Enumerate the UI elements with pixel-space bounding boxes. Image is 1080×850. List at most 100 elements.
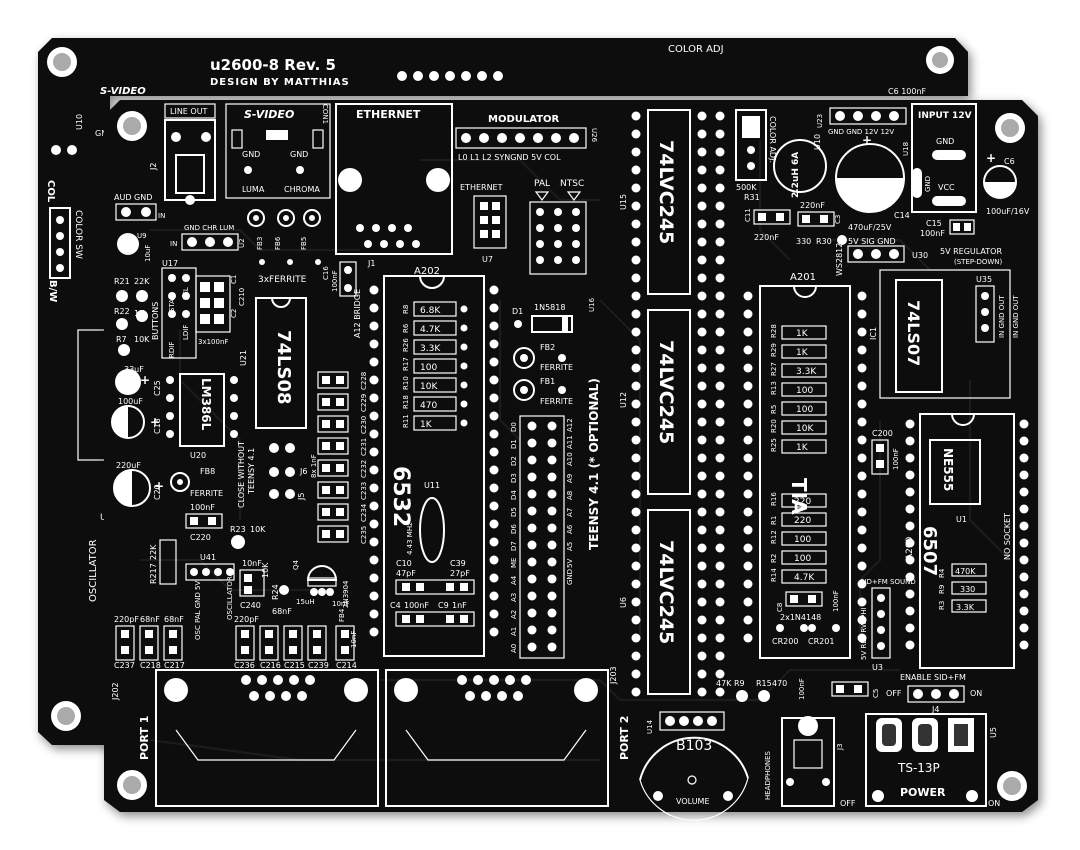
close-without-label: CLOSE WITHOUT xyxy=(237,441,246,508)
ic-lvc245-u12: 74LVC245 U12 xyxy=(619,309,691,495)
c15-value: 100nF xyxy=(920,229,945,238)
svg-text:IN GND OUT: IN GND OUT xyxy=(1012,295,1020,338)
a202-pin-left xyxy=(369,465,379,475)
j3-label: J3 xyxy=(836,743,844,751)
teensy-optional-label: TEENSY 4.1 (* OPTIONAL) xyxy=(587,378,601,550)
input12-label: INPUT 12V xyxy=(918,111,972,121)
cap-pad xyxy=(322,530,330,538)
lvc-pin-right xyxy=(715,183,725,193)
c9-label: C9 xyxy=(438,601,449,610)
b103-label: B103 xyxy=(676,738,712,754)
a202-pin-right xyxy=(489,339,499,349)
resistor-r2 xyxy=(781,550,827,565)
lvc-pin-right xyxy=(715,273,725,283)
cap-c6: + C6 100uF/16V xyxy=(983,151,1030,216)
line-out-label: LINE OUT xyxy=(170,107,208,116)
a202-pin-right xyxy=(489,501,499,511)
lvc-pin-inner xyxy=(697,363,707,373)
lvc-pin-right xyxy=(715,399,725,409)
c220-label: C220 xyxy=(190,533,211,542)
cap-pad xyxy=(336,442,344,450)
resistor-value: 1K xyxy=(420,420,433,430)
lvc-pin-right xyxy=(715,525,725,535)
resistor-value: 1K xyxy=(796,443,809,453)
teensy-label-d7: D7 xyxy=(510,541,518,551)
resistor-ref: R27 xyxy=(770,362,778,376)
sta-label: STA xyxy=(168,299,176,312)
c5-label: C5 xyxy=(872,689,880,698)
teensy-pin-b xyxy=(547,438,557,448)
tia-pin-right xyxy=(857,345,867,355)
6507-pin-left xyxy=(905,487,915,497)
resistor-ref: R6 xyxy=(402,323,410,333)
c11-label: C11 xyxy=(744,208,752,222)
lvc-pin-left xyxy=(631,561,641,571)
resistor-r1 xyxy=(781,512,827,527)
r3-label: R3 xyxy=(938,601,946,610)
modulator-header: MODULATOR L0 L1 L2 SYNGND 5V COL U26 xyxy=(455,114,598,162)
resistor-r10 xyxy=(413,377,457,393)
cap-c233 xyxy=(317,481,349,499)
teensy-label2-a5: A5 xyxy=(566,542,574,551)
lvc-pin-right xyxy=(715,543,725,553)
lvc-pin-left xyxy=(631,111,641,121)
teensy-pin-a xyxy=(527,625,537,635)
a202-pin-left xyxy=(369,447,379,457)
c4-label: C4 xyxy=(390,601,401,610)
lvc-pin-right xyxy=(715,597,725,607)
power-label: POWER xyxy=(900,786,946,799)
lvc-pin-inner xyxy=(697,453,707,463)
tia-pin-left xyxy=(743,615,753,625)
cap-array-3x100nf: C1 C210 C2 3x100nF xyxy=(195,275,246,346)
c14-value: 470uF/25V xyxy=(848,223,892,232)
resistor-value: 4.7K xyxy=(420,325,441,335)
cap-c234 xyxy=(317,503,349,521)
tia-pin-right xyxy=(857,597,867,607)
resistor-pad xyxy=(460,362,468,370)
lvc-pin-right xyxy=(715,255,725,265)
teensy-label-d4: D4 xyxy=(510,490,518,500)
ethernet-jack: ETHERNET J1 xyxy=(335,103,453,268)
cap-pad xyxy=(322,420,330,428)
cap-pad xyxy=(322,508,330,516)
ic-6507-socket: NE555 U1 6507 A200 NO SOCKET R4 470K R9 … xyxy=(905,413,1029,669)
6507-pin-left xyxy=(905,640,915,650)
teensy-pin-a xyxy=(527,421,537,431)
lvc-pin-left xyxy=(631,435,641,445)
c4-value: 100nF xyxy=(404,601,429,610)
resistor-ref: R10 xyxy=(402,376,410,390)
tia-pin-right xyxy=(857,615,867,625)
resistor-value: 10K xyxy=(796,424,814,434)
lvc-pin-inner xyxy=(697,633,707,643)
resistor-value: 1K xyxy=(796,348,809,358)
tia-pin-left xyxy=(743,345,753,355)
cap-label-c228: C228 xyxy=(360,372,368,390)
lvc-pin-left xyxy=(631,525,641,535)
back-title: u2600-8 Rev. 5 xyxy=(210,56,336,74)
inductor-u10: 2.2uH 6A U10 xyxy=(773,134,827,198)
teensy-label-a2: A2 xyxy=(510,610,518,619)
resistor-r26 xyxy=(413,339,457,355)
lvc-pin-inner xyxy=(697,651,707,661)
u18-label: U18 xyxy=(902,142,910,156)
a200-label: A200 xyxy=(905,536,915,560)
teensy-label2-a6: A6 xyxy=(566,524,574,534)
headphones-jack: HEADPHONES J3 xyxy=(764,716,844,807)
u21-label: U21 xyxy=(239,350,248,366)
lvc-b-label: 74LVC245 xyxy=(655,340,677,444)
resistor-ref: R20 xyxy=(770,419,778,433)
fb4-label: FB4 xyxy=(338,608,346,622)
lvc-pin-inner xyxy=(697,615,707,625)
teensy-pin-a xyxy=(527,591,537,601)
a202-pin-left xyxy=(369,429,379,439)
j202-label: J202 xyxy=(111,682,120,701)
teensy-label-d0: D0 xyxy=(510,422,518,432)
cap-bottom xyxy=(335,625,355,661)
cap-label-c234: C234 xyxy=(360,503,368,522)
rdif-label: RDIF xyxy=(168,342,176,358)
6507-pin-right xyxy=(1019,521,1029,531)
lvc-pin-inner xyxy=(697,273,707,283)
r7-value: 10K xyxy=(134,335,150,344)
u9-label: U9 xyxy=(137,232,147,240)
lvc-pin-right xyxy=(715,309,725,319)
